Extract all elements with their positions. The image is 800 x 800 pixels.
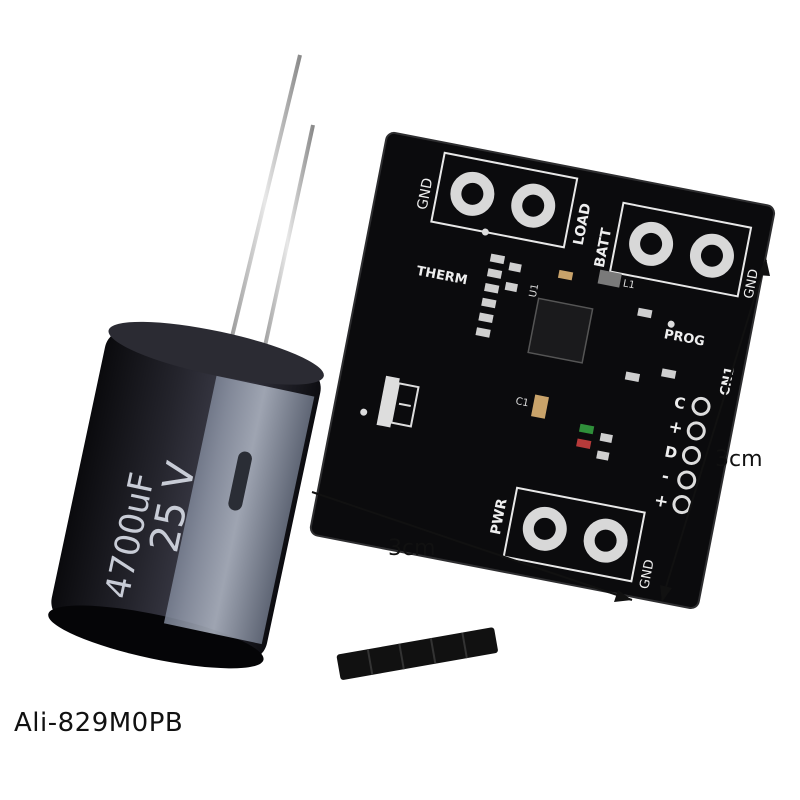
charger-ic: [527, 297, 594, 364]
load-pad-plus-hole: [522, 194, 545, 217]
electrolytic-capacitor: 4700uF 25 V: [48, 54, 324, 669]
gnd-bottom-label: GND: [637, 558, 657, 590]
pwr-pad-gnd-hole: [594, 529, 617, 552]
capacitor-bottom: [48, 605, 264, 669]
l1-label: L1: [622, 278, 636, 291]
batt-terminal-outline: [608, 201, 753, 298]
load-terminal-outline: [430, 151, 579, 249]
inductor-l1: [597, 269, 622, 288]
pin-c-label: C: [673, 393, 687, 413]
load-label: LOAD: [571, 202, 595, 247]
capacitor-lead-right: [260, 124, 315, 361]
via-hole: [360, 408, 368, 416]
pwr-pad-plus-hole: [533, 517, 556, 540]
pwr-label: PWR: [488, 497, 511, 536]
smd-components: [475, 253, 677, 461]
capacitor-top: [108, 321, 324, 385]
pin-plus2-label: +: [652, 490, 670, 512]
pin-d-label: D: [663, 442, 679, 462]
batt-label: BATT: [592, 226, 615, 269]
c1-label: C1: [515, 396, 530, 409]
height-dimension-label: 3cm: [715, 447, 763, 472]
pin-minus-label: -: [660, 466, 671, 487]
width-dimension-label: 3cm: [388, 536, 436, 561]
load-pad-gnd-hole: [461, 182, 484, 205]
charger-module-board: GND LOAD BATT GND U1 L1 C1 THERM: [309, 131, 776, 610]
height-dimension: 3cm: [660, 258, 770, 602]
component-c1: [531, 394, 549, 419]
product-model-caption: Ali-829M0PB: [14, 708, 184, 738]
capacitor-polarity-band: [163, 375, 315, 645]
pin-header-body: [336, 627, 498, 680]
pin-plus1-label: +: [667, 417, 685, 439]
batt-pad-plus-hole: [640, 232, 663, 255]
via-hole: [667, 320, 675, 328]
pwr-terminal-outline: [502, 486, 646, 583]
capacitor-minus-stripe: [228, 451, 252, 511]
cn1-label: CN1: [718, 365, 738, 397]
battery-symbol: [376, 375, 420, 428]
gnd-top-label: GND: [415, 177, 437, 212]
via-hole: [481, 228, 489, 236]
pin-header: [336, 574, 498, 732]
capacitor-lead-left: [228, 54, 302, 346]
u1-label: U1: [528, 283, 541, 299]
batt-pad-gnd-hole: [700, 244, 723, 267]
width-dimension: 3cm: [311, 491, 633, 602]
